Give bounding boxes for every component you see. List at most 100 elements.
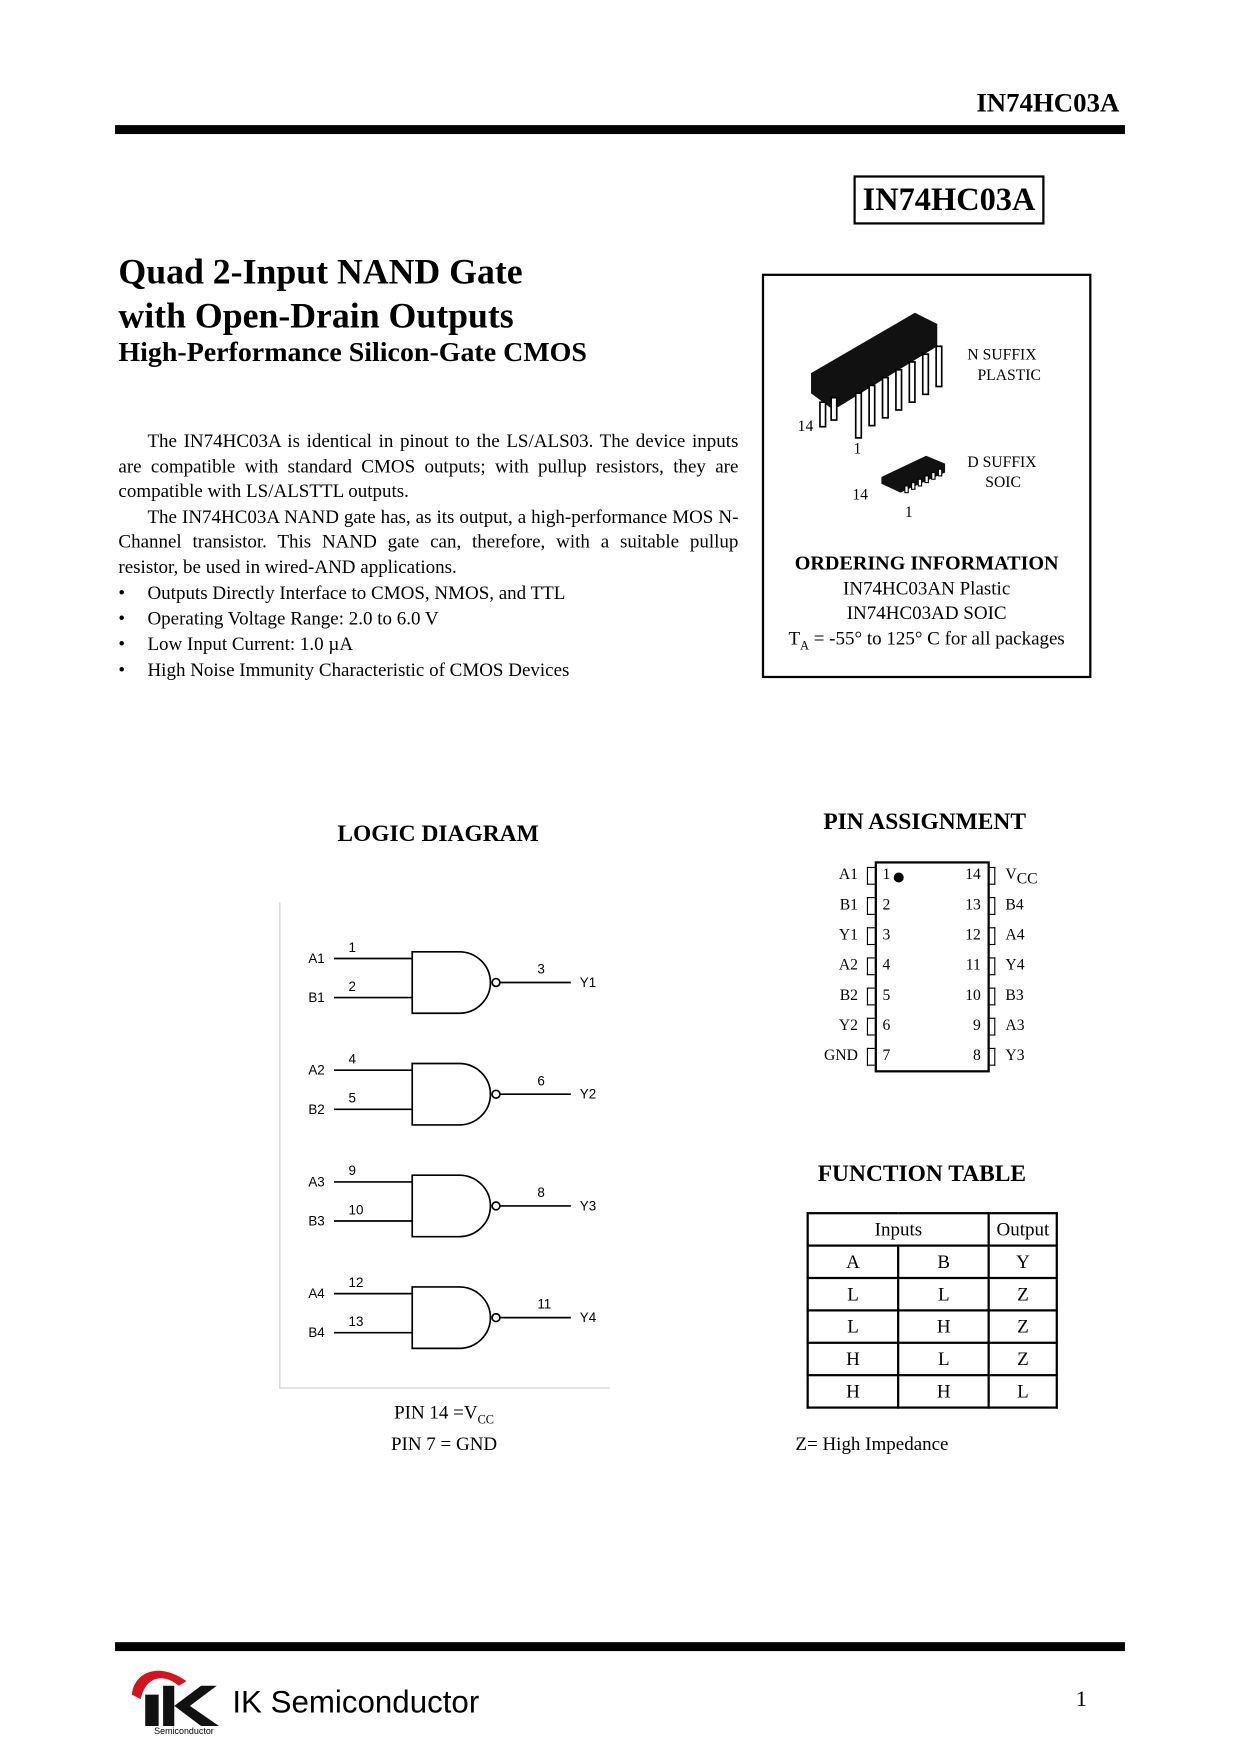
pin-name: Y1: [838, 927, 858, 944]
ordering-info: ORDERING INFORMATION IN74HC03AN Plastic …: [764, 551, 1089, 659]
feature-item: Low Input Current: 1.0 µA: [118, 631, 738, 657]
pin-stub: [987, 866, 996, 885]
header-part-number: IN74HC03A: [976, 89, 1120, 119]
pin-name: A2: [838, 957, 858, 975]
ordering-line: IN74HC03AD SOIC: [846, 602, 1007, 624]
logic-diagram-title: LOGIC DIAGRAM: [337, 819, 539, 847]
temperature-range: TA = -55° to 125° C for all packages: [788, 627, 1065, 653]
pin-stub: [987, 1047, 996, 1066]
pin-name: GND: [824, 1047, 858, 1065]
pin-number: 13: [349, 1314, 364, 1329]
pin-number: 8: [973, 1047, 981, 1065]
pin-stub: [987, 987, 996, 1006]
nand-gate-icon: [411, 1286, 492, 1350]
pin-number: 12: [349, 1275, 364, 1290]
pin-number: 14: [965, 866, 981, 884]
pin-number: 5: [882, 987, 891, 1005]
pin-number: 4: [882, 957, 891, 975]
feature-item: Operating Voltage Range: 2.0 to 6.0 V: [118, 605, 738, 631]
pin-number: 10: [349, 1202, 364, 1217]
ik-logo: Semiconductor: [125, 1661, 219, 1741]
pin-stub: [866, 866, 875, 885]
n-suffix: N SUFFIX: [967, 347, 1037, 365]
pin-name: B3: [1005, 987, 1024, 1005]
n-suffix-label: N SUFFIX PLASTIC: [967, 346, 1041, 386]
ordering-title: ORDERING INFORMATION: [794, 551, 1059, 575]
nand-gate-icon: [411, 950, 492, 1015]
pin-number: 10: [965, 987, 981, 1005]
pin-stub: [866, 957, 875, 976]
d-type: SOIC: [985, 474, 1021, 492]
input-label: B3: [308, 1213, 324, 1228]
subtitle: High-Performance Silicon-Gate CMOS: [118, 337, 587, 368]
pin-number: 9: [349, 1163, 356, 1178]
output-label: Y2: [580, 1087, 596, 1102]
description-p2: The IN74HC03A NAND gate has, as its outp…: [118, 505, 739, 577]
input-label: A2: [308, 1063, 324, 1078]
pin-name: Y4: [1005, 957, 1025, 975]
pin-number: 3: [537, 962, 544, 977]
pin-number: 1: [882, 866, 891, 884]
pin-stub: [987, 897, 996, 915]
inverter-bubble: [491, 1312, 501, 1323]
pin-stub: [987, 957, 996, 976]
output-header: Output: [987, 1212, 1058, 1247]
pin-name: A3: [1005, 1017, 1025, 1035]
pin-number: 5: [349, 1091, 356, 1106]
output-label: Y1: [580, 975, 596, 990]
soic-pin14-label: 14: [852, 487, 869, 504]
input-label: A4: [308, 1286, 325, 1301]
pin-number: 4: [349, 1051, 357, 1066]
ic-body: [874, 861, 990, 1073]
logo-text: Semiconductor: [154, 1725, 214, 1737]
footer-rule: [115, 1642, 1125, 1652]
title-line1: Quad 2-Input NAND Gate: [118, 251, 523, 292]
pin-name: A1: [838, 866, 858, 884]
pin14-note: PIN 14 =VCC: [394, 1401, 495, 1427]
pin-number: 2: [882, 897, 891, 914]
page-title: Quad 2-Input NAND Gate with Open-Drain O…: [118, 250, 522, 337]
pin-number: 11: [965, 957, 981, 975]
pin-number: 6: [882, 1017, 891, 1035]
col-a: A: [806, 1244, 900, 1280]
pin-name: Y2: [838, 1017, 858, 1035]
pin-stub: [866, 1017, 875, 1036]
pin-stub: [866, 1047, 875, 1066]
title-line2: with Open-Drain Outputs: [118, 294, 514, 336]
pin-number: 8: [537, 1185, 544, 1200]
col-b: B: [897, 1244, 991, 1280]
page-number: 1: [1075, 1686, 1087, 1712]
pin-stub: [866, 897, 875, 915]
pin-name: A4: [1005, 927, 1025, 944]
function-table-title: FUNCTION TABLE: [817, 1159, 1027, 1187]
input-label: A3: [308, 1174, 324, 1189]
description-p1: The IN74HC03A is identical in pinout to …: [118, 430, 739, 502]
input-label: B2: [308, 1102, 324, 1117]
dip-package-icon: [811, 312, 943, 439]
soic-package-icon: [881, 455, 946, 494]
input-label: B1: [308, 990, 324, 1005]
pin-number: 9: [973, 1017, 981, 1035]
pin-number: 3: [882, 927, 891, 944]
pin1-dot: [893, 872, 904, 883]
inverter-bubble: [491, 1089, 501, 1099]
pin-name: B1: [839, 897, 858, 914]
dip-pin14-label: 14: [797, 418, 814, 436]
function-table-note: Z= High Impedance: [795, 1433, 949, 1455]
ordering-line: IN74HC03AN Plastic: [843, 576, 1011, 599]
inverter-bubble: [491, 1201, 501, 1211]
dip-pin1-label: 1: [853, 441, 862, 459]
nand-gate-icon: [411, 1062, 492, 1126]
output-label: Y3: [580, 1198, 596, 1213]
pin-number: 12: [965, 927, 981, 944]
feature-list: Outputs Directly Interface to CMOS, NMOS…: [118, 580, 738, 683]
soic-pin1-label: 1: [904, 504, 913, 522]
pin-number: 7: [882, 1047, 891, 1065]
